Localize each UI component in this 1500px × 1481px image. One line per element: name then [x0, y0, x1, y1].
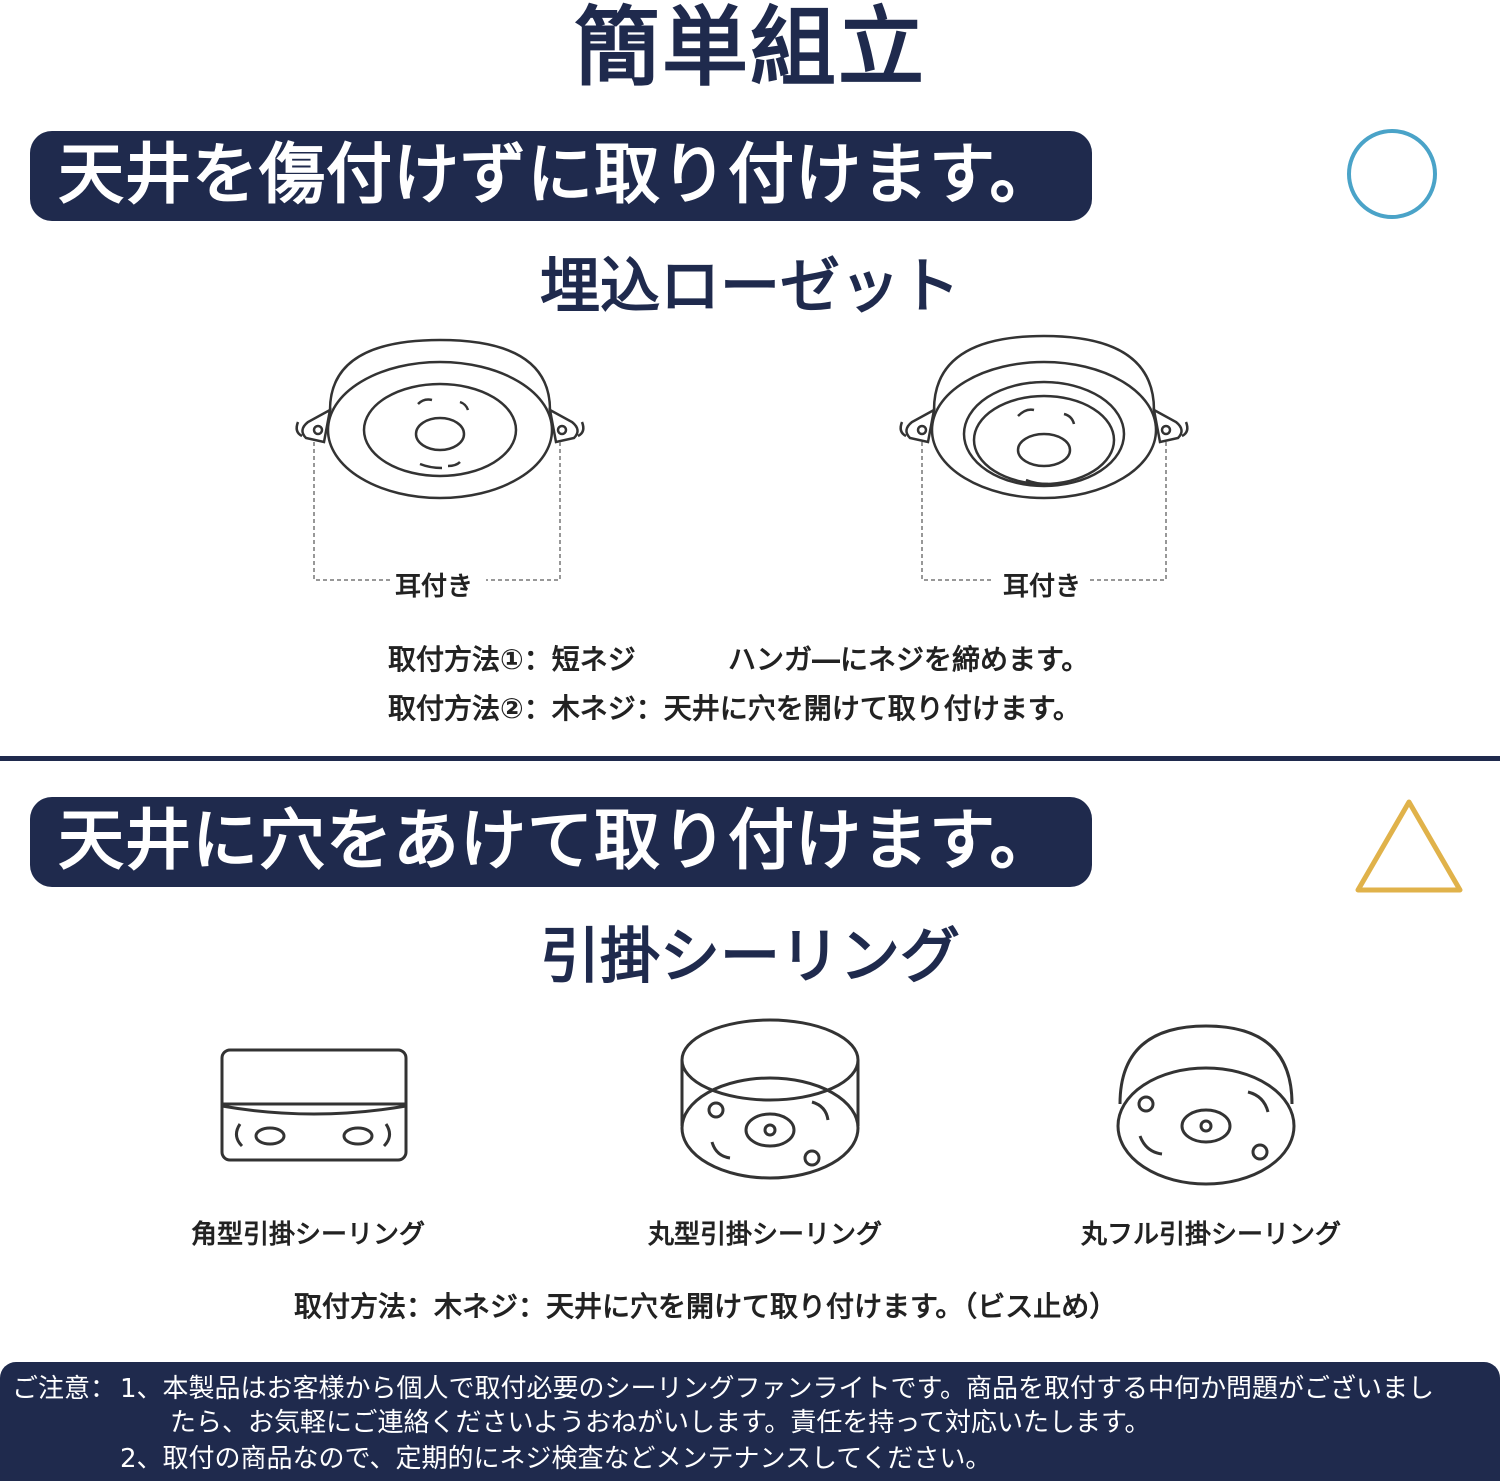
round-full-ceiling-icon	[1116, 1024, 1296, 1186]
left-rosette-caption: 耳付き	[395, 572, 474, 602]
notice-line-2: たら、お気軽にご連絡くださいようおねがいします。責任を持って対応いたします。	[170, 1408, 1151, 1438]
round-full-ceiling-label: 丸フル引掛シーリング	[1081, 1220, 1342, 1250]
notice-label: ご注意：	[12, 1374, 117, 1404]
round-ceiling-label: 丸型引掛シーリング	[648, 1220, 883, 1250]
method1-label: 取付方法①：短ネジ	[388, 643, 636, 676]
method1-desc: ハンガ―にネジを締めます。	[728, 643, 1090, 676]
page-title: 簡単組立	[574, 0, 926, 98]
section2-banner-text: 天井に穴をあけて取り付けます。	[58, 802, 1057, 879]
method2-text: 取付方法②：木ネジ：天井に穴を開けて取り付けます。	[388, 692, 1081, 725]
section1-banner: 天井を傷付けずに取り付けます。	[30, 131, 1092, 221]
section2-banner: 天井に穴をあけて取り付けます。	[30, 797, 1092, 887]
section2-subhead: 引掛シーリング	[540, 922, 960, 992]
circle-mark-icon	[1347, 129, 1437, 219]
right-rosette-caption: 耳付き	[1003, 572, 1082, 602]
notice-box: ご注意： 1、本製品はお客様から個人で取付必要のシーリングファンライトです。商品…	[0, 1362, 1500, 1481]
notice-line-1: 1、本製品はお客様から個人で取付必要のシーリングファンライトです。商品を取付する…	[120, 1374, 1434, 1404]
recessed-rosette-right-icon	[899, 334, 1189, 581]
square-ceiling-icon	[220, 1048, 408, 1162]
notice-line-3: 2、取付の商品なので、定期的にネジ検査などメンテナンスしてください。	[120, 1444, 992, 1474]
section1-subhead: 埋込ローゼット	[540, 252, 960, 322]
round-ceiling-icon	[680, 1018, 860, 1180]
triangle-mark-icon	[1355, 799, 1463, 893]
section1-banner-text: 天井を傷付けずに取り付けます。	[58, 136, 1057, 213]
recessed-rosette-left-icon	[295, 338, 585, 581]
section2-method: 取付方法：木ネジ：天井に穴を開けて取り付けます。（ビス止め）	[294, 1290, 1118, 1323]
square-ceiling-label: 角型引掛シーリング	[191, 1220, 426, 1250]
section-divider	[0, 756, 1500, 761]
